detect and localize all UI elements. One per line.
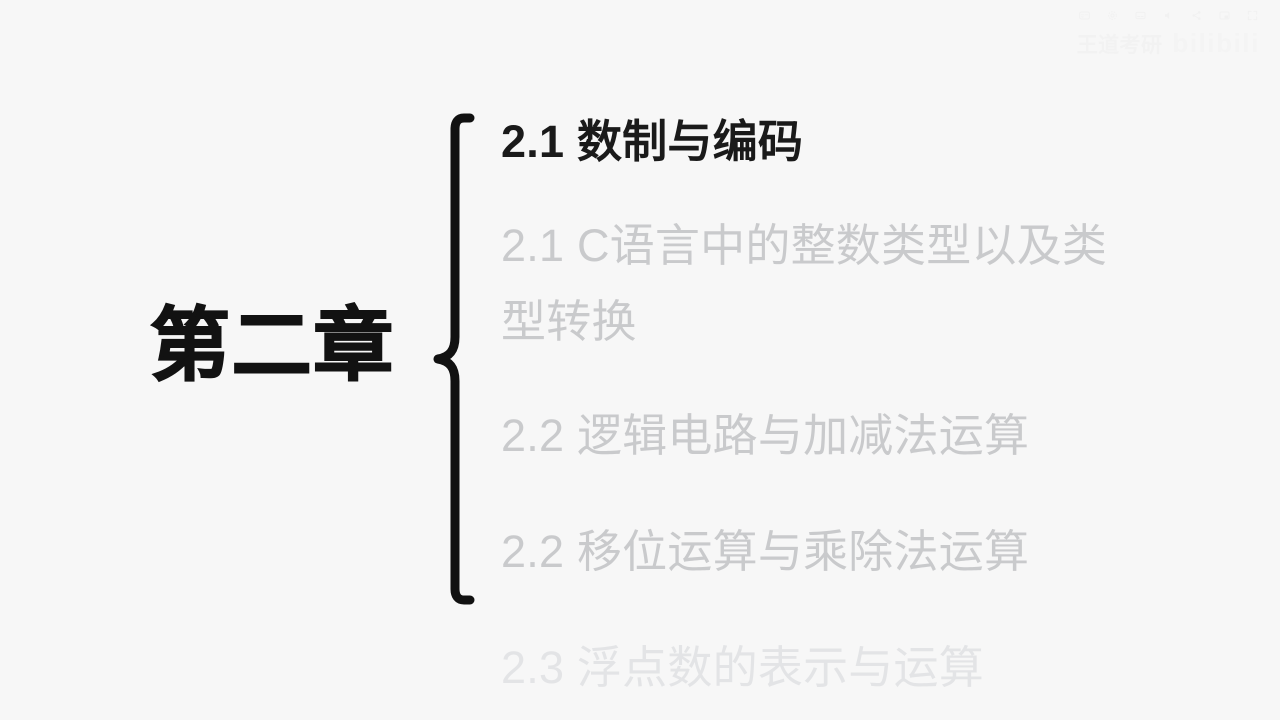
watermark-text: 王道考研: [1076, 34, 1163, 57]
outline-item[interactable]: 2.1 C语言中的整数类型以及类型转换: [501, 220, 1108, 347]
subtitle-icon: [1135, 10, 1146, 21]
outline-item[interactable]: 2.2 移位运算与乘除法运算: [501, 526, 1030, 577]
watermark: 王道考研 bilibili: [1042, 4, 1262, 66]
danmaku-icon: [1079, 10, 1090, 21]
watermark-icon-row: [1079, 10, 1258, 21]
outline-item[interactable]: 2.3 浮点数的表示与运算: [501, 642, 984, 693]
bilibili-logo: bilibili: [1172, 28, 1260, 58]
outline-list: 2.1 数制与编码 2.1 C语言中的整数类型以及类型转换 2.2 逻辑电路与加…: [501, 96, 1261, 720]
curly-brace-icon: [428, 112, 475, 606]
fullscreen-icon: [1247, 10, 1258, 21]
outline-item[interactable]: 2.2 逻辑电路与加减法运算: [501, 410, 1030, 461]
watermark-brand: 王道考研 bilibili: [1077, 30, 1260, 56]
outline-item-current[interactable]: 2.1 数制与编码: [501, 116, 804, 167]
pip-icon: [1219, 10, 1230, 21]
share-icon: [1191, 10, 1202, 21]
volume-icon: [1163, 10, 1174, 21]
settings-icon: [1107, 10, 1118, 21]
chapter-title: 第二章: [149, 301, 395, 390]
